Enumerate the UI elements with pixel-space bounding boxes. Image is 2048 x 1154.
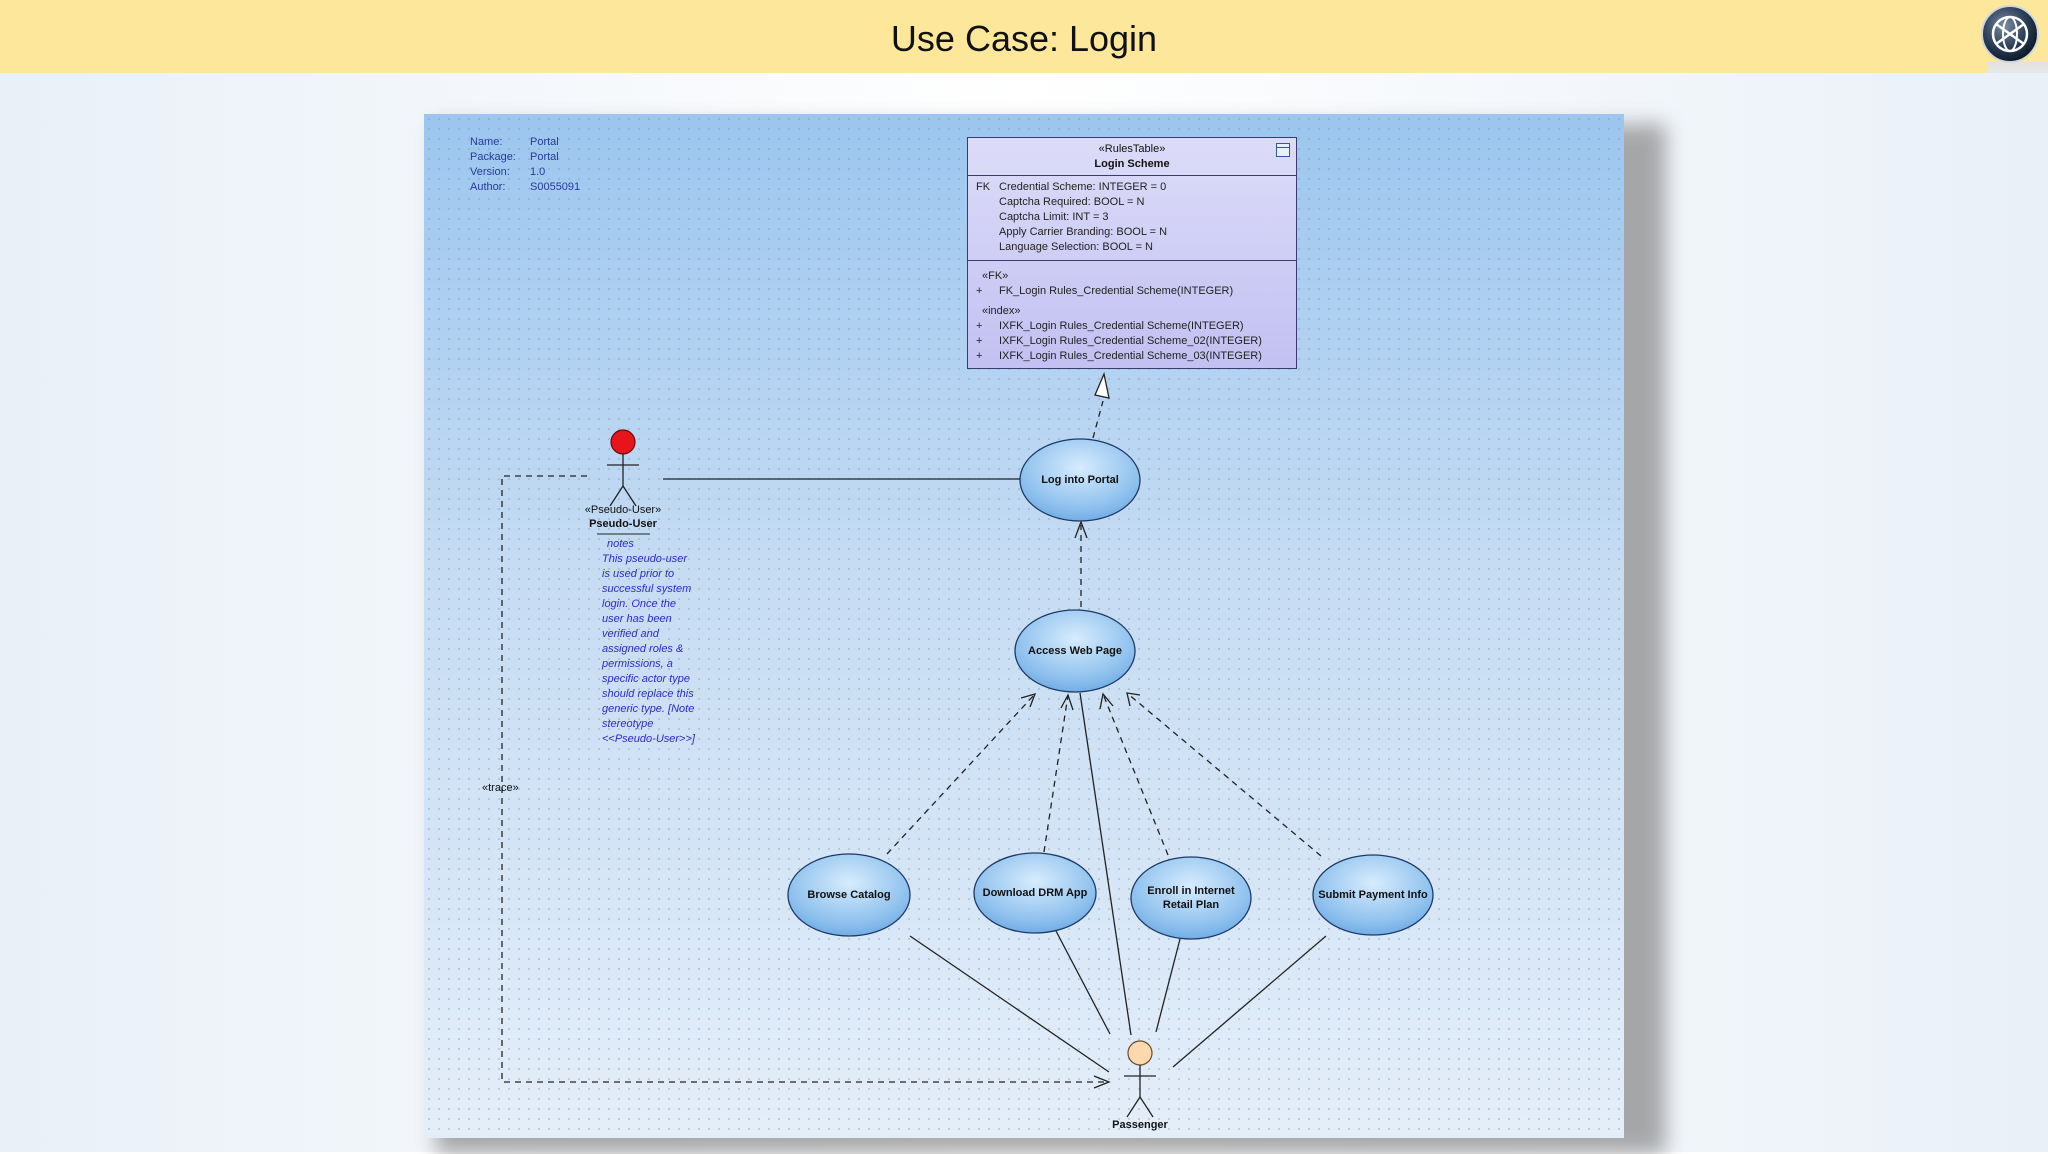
- pseudo-user-head: [610, 429, 636, 455]
- note-line: permissions, a: [602, 658, 673, 670]
- note-line: verified and: [602, 628, 659, 640]
- association-line[interactable]: [1079, 692, 1132, 1036]
- table-operation: +IXFK_Login Rules_Credential Scheme_03(I…: [976, 350, 1262, 362]
- index-stereotype: «index»: [982, 305, 1021, 317]
- table-column: Language Selection: BOOL = N: [999, 241, 1153, 253]
- use-case-download-drm-app[interactable]: [973, 852, 1097, 934]
- slide-title-bar: Use Case: Login: [0, 0, 2048, 73]
- diagram-canvas: [501, 371, 1434, 1118]
- realization-line[interactable]: [1092, 400, 1104, 439]
- pseudo-user-actor[interactable]: [607, 429, 639, 507]
- passenger-name: Passenger: [1112, 1119, 1168, 1131]
- table-icon: [1276, 143, 1290, 157]
- table-stereotype: «RulesTable»: [1098, 143, 1166, 155]
- table-operation: +IXFK_Login Rules_Credential Scheme_02(I…: [976, 335, 1262, 347]
- use-case-enroll-internet-retail-plan[interactable]: [1130, 856, 1252, 940]
- passenger-head: [1127, 1040, 1153, 1066]
- note-line: assigned roles &: [602, 643, 684, 655]
- note-line: is used prior to: [602, 568, 675, 580]
- table-column: Apply Carrier Branding: BOOL = N: [999, 226, 1168, 238]
- table-operations: «FK» +FK_Login Rules_Credential Scheme(I…: [968, 261, 1296, 364]
- property-row: Name:Portal: [470, 136, 559, 148]
- pseudo-user-name: Pseudo-User: [589, 518, 657, 530]
- note-line: <<Pseudo-User>>]: [602, 733, 695, 745]
- association-line[interactable]: [1055, 930, 1111, 1035]
- passenger-actor[interactable]: [1124, 1040, 1156, 1118]
- association-line[interactable]: [1172, 935, 1327, 1068]
- use-case-browse-catalog[interactable]: [787, 853, 911, 937]
- table-column: Captcha Required: BOOL = N: [999, 196, 1145, 208]
- note-line: stereotype: [602, 718, 654, 730]
- trace-label: «trace»: [482, 782, 519, 794]
- table-column: Captcha Limit: INT = 3: [999, 211, 1109, 223]
- dependency-line[interactable]: [1126, 692, 1322, 857]
- property-row: Author:S0055091: [470, 181, 581, 193]
- dependency-arrowhead: [1060, 693, 1074, 711]
- trace-arrowhead: [1093, 1075, 1111, 1089]
- dependency-line[interactable]: [1043, 694, 1069, 853]
- note-line: specific actor type: [602, 673, 691, 685]
- note-line: user has been: [602, 613, 672, 625]
- use-case-label: Download DRM App: [982, 887, 1088, 899]
- note-line: successful system: [602, 583, 692, 595]
- dependency-arrowhead: [1099, 692, 1114, 710]
- diagram-properties: Name:Portal Package:Portal Version:1.0 A…: [470, 135, 580, 195]
- dependency-arrowhead: [1074, 520, 1088, 539]
- note-line: This pseudo-user: [602, 553, 687, 565]
- use-case-label: Submit Payment Info: [1318, 889, 1428, 901]
- pseudo-user-stereotype: «Pseudo-User»: [584, 504, 662, 516]
- realization-arrowhead: [1094, 371, 1110, 399]
- association-line[interactable]: [1155, 938, 1181, 1033]
- dependency-arrowhead: [1020, 693, 1037, 708]
- note-line: generic type. [Note: [602, 703, 695, 715]
- dependency-line[interactable]: [1102, 693, 1169, 856]
- use-case-submit-payment-info[interactable]: [1312, 854, 1434, 936]
- table-operation: +IXFK_Login Rules_Credential Scheme(INTE…: [976, 320, 1244, 332]
- table-operation: +FK_Login Rules_Credential Scheme(INTEGE…: [976, 285, 1234, 297]
- table-name: Login Scheme: [1094, 158, 1170, 170]
- table-header: «RulesTable» Login Scheme: [968, 138, 1296, 176]
- pseudo-user-notes: notes This pseudo-user is used prior to …: [602, 537, 695, 747]
- dependency-line[interactable]: [886, 693, 1036, 855]
- use-case-label: Browse Catalog: [807, 889, 891, 901]
- slide-title: Use Case: Login: [890, 18, 1158, 59]
- notes-label: notes: [607, 538, 634, 550]
- property-row: Package:Portal: [470, 151, 559, 163]
- use-case-diagram: Name:Portal Package:Portal Version:1.0 A…: [424, 114, 1624, 1138]
- dependency-arrowhead: [1126, 692, 1141, 707]
- use-case-log-into-portal[interactable]: [1019, 438, 1141, 522]
- use-case-label: Access Web Page: [1028, 645, 1122, 657]
- globe-logo-icon: [1981, 5, 2039, 63]
- association-line[interactable]: [909, 935, 1110, 1073]
- note-line: should replace this: [602, 688, 694, 700]
- note-line: login. Once the: [602, 598, 676, 610]
- use-case-access-web-page[interactable]: [1014, 609, 1136, 693]
- fk-stereotype: «FK»: [982, 270, 1009, 282]
- property-row: Version:1.0: [470, 166, 546, 178]
- trace-line[interactable]: [501, 475, 1107, 1083]
- use-case-label: Log into Portal: [1041, 474, 1119, 486]
